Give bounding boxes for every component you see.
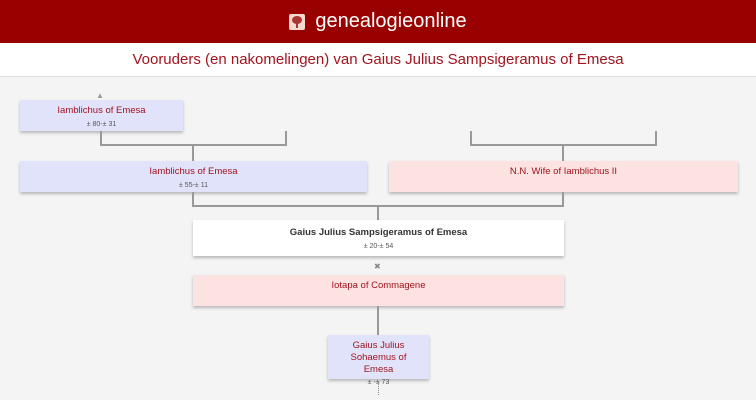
marriage-icon: ✖ — [374, 262, 381, 271]
more-descendants-line — [378, 381, 379, 395]
person-name: Gaius Julius Sohaemus of Emesa — [350, 340, 407, 375]
person-spouse[interactable]: Iotapa of Commagene — [193, 275, 564, 306]
title-bar: Vooruders (en nakomelingen) van Gaius Ju… — [0, 43, 756, 77]
person-dates: ± 55-± 11 — [179, 182, 208, 189]
person-child[interactable]: Gaius Julius Sohaemus of Emesa ± -± 73 — [328, 335, 429, 386]
person-dates: ± 80-± 31 — [86, 121, 117, 128]
brand-name[interactable]: genealogieonline — [315, 10, 467, 32]
person-father[interactable]: Iamblichus of Emesa ± 55-± 11 — [20, 161, 367, 192]
person-dates: ± 20-± 54 — [363, 243, 394, 250]
person-name: Iamblichus of Emesa — [149, 166, 238, 177]
person-name: Iamblichus of Emesa — [57, 105, 146, 116]
person-grandfather[interactable]: Iamblichus of Emesa ± 80-± 31 — [20, 100, 183, 131]
site-header: genealogieonline — [0, 0, 756, 43]
page-title: Vooruders (en nakomelingen) van Gaius Ju… — [132, 51, 624, 68]
person-name: N.N. Wife of Iamblichus II — [509, 166, 618, 177]
expand-ancestors-icon[interactable]: ▲ — [96, 91, 104, 100]
person-name: Gaius Julius Sampsigeramus of Emesa — [289, 227, 468, 238]
person-main[interactable]: Gaius Julius Sampsigeramus of Emesa ± 20… — [193, 220, 564, 256]
person-name: Iotapa of Commagene — [331, 280, 426, 291]
person-mother[interactable]: N.N. Wife of Iamblichus II — [389, 161, 738, 192]
tree-icon[interactable] — [289, 13, 306, 30]
